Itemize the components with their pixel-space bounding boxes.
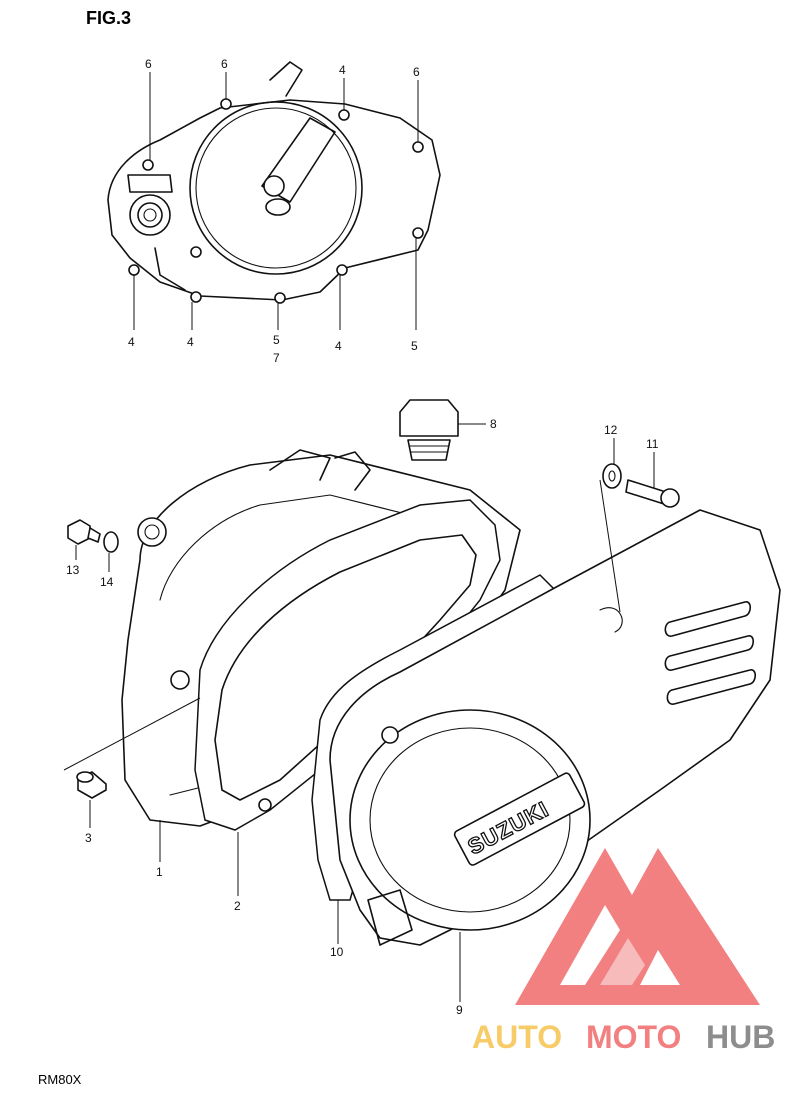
vent-slots: [664, 601, 757, 705]
callout-bot-4c: 4: [335, 339, 342, 353]
cover-inner-view: [107, 61, 441, 304]
callout-8: 8: [490, 417, 497, 431]
part-12-washer: [602, 463, 622, 489]
callout-bot-7: 7: [273, 351, 280, 365]
callout-top-4a: 4: [339, 63, 346, 77]
part-11-screw: [625, 479, 680, 508]
part-13-bolt: [67, 519, 101, 545]
callout-top-6a: 6: [145, 57, 152, 71]
callout-bot-5a: 5: [273, 333, 280, 347]
part-3-dowel-pin: [76, 771, 107, 799]
top-leaders: [133, 72, 419, 330]
callout-bot-4a: 4: [128, 335, 135, 349]
callout-1: 1: [156, 865, 163, 879]
exploded-leaders: [63, 423, 655, 1002]
callout-9: 9: [456, 1003, 463, 1017]
callout-3: 3: [85, 831, 92, 845]
watermark-text-part2: MOTO: [586, 1019, 681, 1055]
callout-14: 14: [100, 575, 114, 589]
callout-top-6c: 6: [413, 65, 420, 79]
callout-bot-5b: 5: [411, 339, 418, 353]
callout-10: 10: [330, 945, 344, 959]
part-14-washer: [103, 531, 119, 553]
callout-13: 13: [66, 563, 80, 577]
watermark-logo: AUTO MOTO HUB: [472, 848, 775, 1055]
model-code: RM80X: [38, 1072, 82, 1087]
callout-2: 2: [234, 899, 241, 913]
callout-11: 11: [646, 437, 659, 451]
callout-bot-4b: 4: [187, 335, 194, 349]
callout-top-6b: 6: [221, 57, 228, 71]
watermark-text-part1: AUTO: [472, 1019, 562, 1055]
watermark-text-part3: HUB: [706, 1019, 775, 1055]
part-8-filler-cap: [399, 399, 459, 461]
part-9-outer-cover: SUZUKI: [329, 509, 781, 946]
figure-title: FIG.3: [86, 8, 131, 28]
part-2-gasket: [194, 499, 501, 831]
callout-12: 12: [604, 423, 618, 437]
